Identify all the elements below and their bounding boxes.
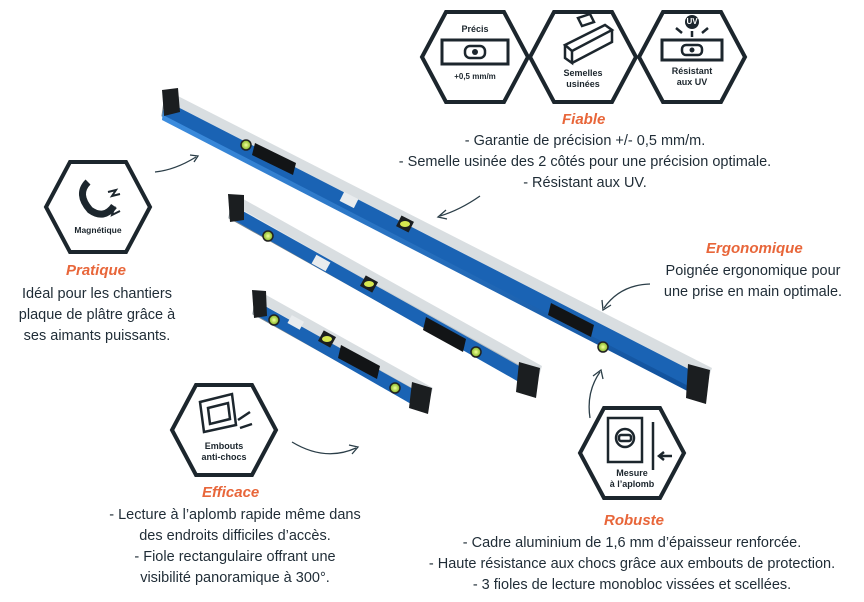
magnetique-hexagon [43, 160, 153, 254]
uv-top-label: UV [686, 17, 698, 26]
embouts-label: Embouts anti-chocs [201, 441, 247, 462]
uv-resistant-icon [660, 15, 724, 62]
uv-hexagon [636, 10, 748, 104]
shock-caps-icon [198, 392, 253, 434]
uv-label: Résistant aux UV [671, 66, 713, 87]
short-level [252, 290, 433, 414]
pratique-text: Idéal pour les chantiers plaque de plâtr… [18, 286, 176, 344]
ergonomique-text: Poignée ergonomique pour une prise en ma… [663, 263, 843, 300]
precis-label: Précis [461, 24, 489, 34]
long-level [161, 88, 712, 404]
machined-sole-icon [562, 12, 615, 66]
efficace-text: - Lecture à l’aplomb rapide même dans de… [109, 507, 361, 586]
magnetique-label: Magnétique [74, 225, 122, 235]
arrow-ergonomique [603, 283, 651, 309]
mesure-label: Mesure à l’aplomb [609, 468, 655, 489]
fiable-title: Fiable [562, 111, 606, 128]
medium-level [228, 194, 542, 398]
robuste-text: - Cadre aluminium de 1,6 mm d’épaisseur … [428, 535, 836, 593]
embouts-hexagon [169, 383, 279, 477]
arrow-fiable [439, 195, 481, 217]
mesure-hexagon [577, 406, 687, 500]
callout-arrows [154, 154, 651, 455]
semelles-label: Semelles usinées [563, 68, 603, 89]
efficace-title: Efficace [202, 484, 260, 501]
arrow-pratique [154, 156, 197, 173]
plumb-reading-icon [606, 416, 672, 470]
precis-sublabel: +0,5 mm/m [454, 72, 496, 81]
fiable-text: - Garantie de précision +/- 0,5 mm/m. - … [398, 133, 772, 191]
semelles-hexagon [527, 10, 639, 104]
robuste-title: Robuste [604, 512, 664, 529]
arrow-robuste [588, 371, 601, 419]
ergonomique-title: Ergonomique [706, 240, 803, 257]
arrow-efficace [291, 441, 357, 455]
precis-hexagon [419, 10, 531, 104]
pratique-title: Pratique [66, 262, 127, 279]
